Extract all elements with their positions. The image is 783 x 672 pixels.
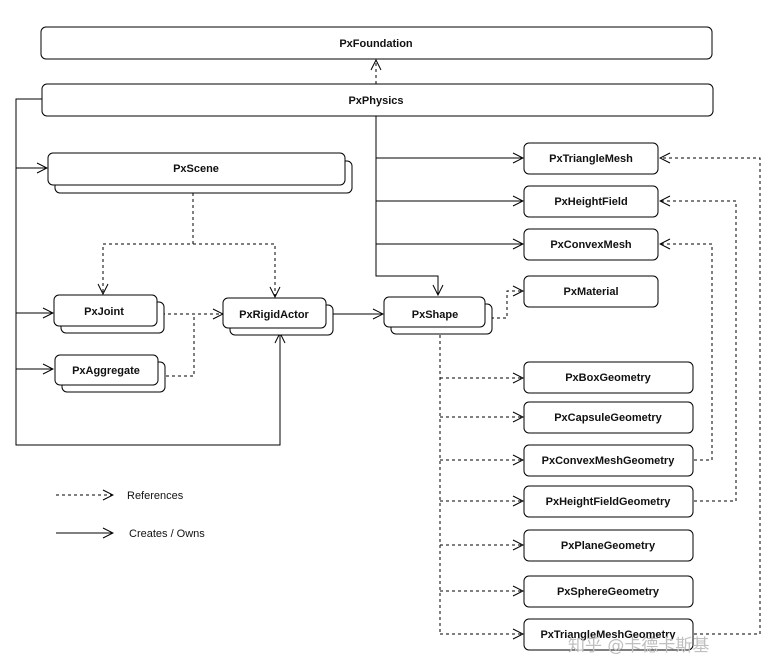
node-pxcapsulegeometry[interactable]: PxCapsuleGeometry: [523, 401, 694, 434]
node-pxtrianglemeshgeometry[interactable]: PxTriangleMeshGeometry: [523, 618, 694, 651]
ref-scene-branch: [103, 193, 194, 294]
svg-text:PxHeightFieldGeometry: PxHeightFieldGeometry: [546, 496, 672, 508]
svg-text:PxShape: PxShape: [412, 309, 458, 321]
node-pxconvexmeshgeometry[interactable]: PxConvexMeshGeometry: [523, 444, 694, 477]
owns-physics-shape: [375, 116, 438, 295]
node-pxfoundation[interactable]: PxFoundation: [40, 26, 713, 60]
svg-text:PxJoint: PxJoint: [84, 306, 124, 318]
node-pxplanegeometry[interactable]: PxPlaneGeometry: [523, 529, 694, 562]
watermark: 知乎 @卡德卡斯基: [568, 636, 709, 656]
svg-text:PxTriangleMeshGeometry: PxTriangleMeshGeometry: [540, 629, 676, 641]
svg-text:PxBoxGeometry: PxBoxGeometry: [565, 372, 651, 384]
svg-text:PxConvexMesh: PxConvexMesh: [550, 239, 632, 251]
node-pxmaterial[interactable]: PxMaterial: [523, 275, 659, 308]
ref-aggregate-rigidactor: [166, 314, 195, 377]
node-pxaggregate[interactable]: PxAggregate: [54, 354, 166, 393]
node-pxscene[interactable]: PxScene: [47, 152, 353, 194]
connectors: [15, 60, 761, 635]
svg-text:PxMaterial: PxMaterial: [563, 286, 618, 298]
legend-creates-label: Creates / Owns: [129, 528, 205, 540]
ref-convexmeshgeometry-convexmesh: [660, 244, 713, 461]
legend: References Creates / Owns: [56, 490, 205, 540]
node-pxheightfield[interactable]: PxHeightField: [523, 185, 659, 218]
ref-trianglemeshgeometry-trianglemesh: [660, 158, 761, 635]
node-pxtrianglemesh[interactable]: PxTriangleMesh: [523, 142, 659, 175]
node-pxspheregeometry[interactable]: PxSphereGeometry: [523, 575, 694, 608]
owns-bus-left: [15, 98, 280, 446]
node-pxjoint[interactable]: PxJoint: [53, 294, 165, 334]
svg-text:PxAggregate: PxAggregate: [72, 365, 140, 377]
svg-text:PxRigidActor: PxRigidActor: [239, 309, 309, 321]
svg-text:PxScene: PxScene: [173, 163, 219, 175]
node-pxphysics[interactable]: PxPhysics: [41, 83, 714, 117]
ref-heightfieldgeometry-heightfield: [660, 201, 737, 502]
node-pxboxgeometry[interactable]: PxBoxGeometry: [523, 361, 694, 394]
svg-text:PxFoundation: PxFoundation: [339, 38, 413, 50]
svg-text:PxTriangleMesh: PxTriangleMesh: [549, 153, 633, 165]
svg-text:PxPhysics: PxPhysics: [348, 95, 403, 107]
svg-text:PxPlaneGeometry: PxPlaneGeometry: [561, 540, 656, 552]
svg-text:PxSphereGeometry: PxSphereGeometry: [557, 586, 660, 598]
nodes: PxFoundation PxPhysics PxScene PxJoint P…: [40, 26, 714, 651]
node-pxrigidactor[interactable]: PxRigidActor: [222, 297, 334, 336]
node-pxconvexmesh[interactable]: PxConvexMesh: [523, 228, 659, 261]
svg-text:PxCapsuleGeometry: PxCapsuleGeometry: [554, 412, 662, 424]
ref-scene-rigidactor: [193, 243, 275, 297]
legend-references-label: References: [127, 490, 184, 502]
node-pxshape[interactable]: PxShape: [383, 296, 493, 335]
ref-shape-material: [491, 291, 523, 319]
node-pxheightfieldgeometry[interactable]: PxHeightFieldGeometry: [523, 485, 694, 518]
svg-text:PxHeightField: PxHeightField: [554, 196, 627, 208]
svg-text:PxConvexMeshGeometry: PxConvexMeshGeometry: [542, 455, 676, 467]
